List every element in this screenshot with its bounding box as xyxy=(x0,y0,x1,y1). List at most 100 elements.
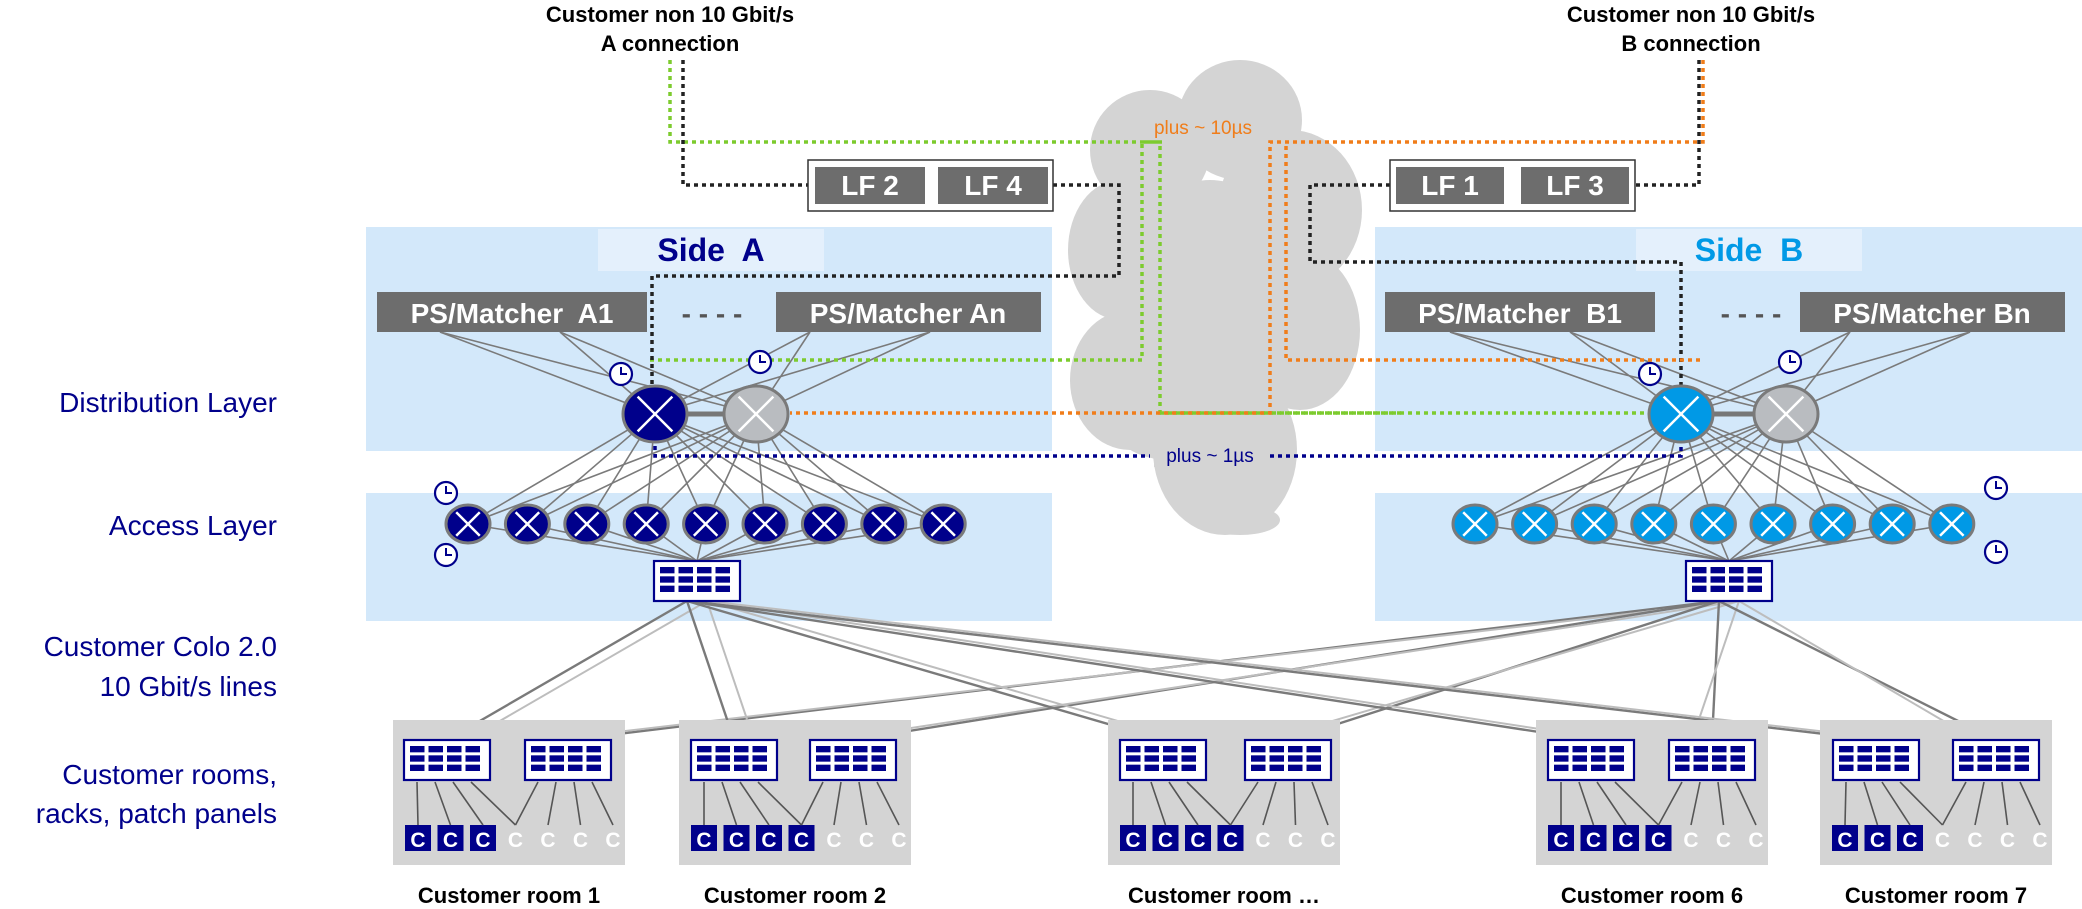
rack-wire xyxy=(858,781,868,826)
dist-access-link xyxy=(654,413,944,525)
dist-access-link xyxy=(654,413,885,525)
panel-port xyxy=(1181,764,1196,771)
access-switch-a xyxy=(860,503,908,545)
panel-port xyxy=(1609,755,1624,762)
panel-port xyxy=(1692,585,1707,592)
panel-port xyxy=(410,764,425,771)
room-patch-panel xyxy=(1667,738,1757,782)
lf-2-label: LF 2 xyxy=(841,170,899,201)
panel-port xyxy=(752,764,767,771)
access-switch-a xyxy=(503,503,551,545)
rack-wire xyxy=(1717,781,1725,826)
clock-hands xyxy=(1995,545,2002,553)
panel-port xyxy=(697,764,712,771)
customer-letter-empty: C xyxy=(1255,829,1270,852)
panel-port xyxy=(1126,746,1141,753)
panel-port xyxy=(1609,764,1624,771)
customer-letter: C xyxy=(761,829,776,852)
customer-box xyxy=(723,825,750,851)
panel-port xyxy=(1591,746,1606,753)
rack-wire xyxy=(1941,781,1967,826)
lf-4-box xyxy=(938,167,1048,204)
ps-matcher-an-label: PS/Matcher An xyxy=(810,298,1007,329)
colo-10g-line xyxy=(706,600,1897,741)
access-switch-a xyxy=(919,503,967,545)
matcher-uplink xyxy=(1785,331,1971,415)
panel-port xyxy=(1710,567,1725,574)
panel-port xyxy=(1977,764,1992,771)
panel-port xyxy=(568,755,583,762)
customer-letter: C xyxy=(475,829,490,852)
customer-letter: C xyxy=(1553,829,1568,852)
panel-port xyxy=(568,764,583,771)
panel-port xyxy=(1693,755,1708,762)
panel-port xyxy=(1306,755,1321,762)
customer-letter-empty: C xyxy=(2032,829,2047,852)
rack-wire xyxy=(416,781,419,826)
room-patch-panel xyxy=(1546,738,1636,782)
customer-box xyxy=(691,825,717,851)
access-switch-b xyxy=(1451,503,1499,545)
rack-wire xyxy=(1881,781,1911,826)
panel-port xyxy=(871,746,886,753)
rack-wire xyxy=(2001,781,2009,826)
panel-port xyxy=(678,576,693,583)
access-switch-a xyxy=(444,503,492,545)
panel-port xyxy=(1591,755,1606,762)
rack-wire xyxy=(1844,781,1847,826)
colo-10g-line xyxy=(685,600,736,741)
panel-port xyxy=(1857,764,1872,771)
room-patch-panel xyxy=(402,738,492,782)
panel-port xyxy=(1554,746,1569,753)
customer-letter-empty: C xyxy=(859,829,874,852)
node-cross xyxy=(1879,511,1905,537)
panel-port xyxy=(2014,755,2029,762)
side-b-title: Side B xyxy=(1695,232,1803,268)
room-patch-panel xyxy=(1243,738,1333,782)
room-patch-panel xyxy=(808,738,898,782)
rack-wire xyxy=(757,781,803,826)
cloud-shape xyxy=(1068,60,1362,535)
access-switch-a xyxy=(563,503,611,545)
panel-port xyxy=(465,746,480,753)
panel-port xyxy=(549,755,564,762)
panel-port xyxy=(752,746,767,753)
node-cross xyxy=(1767,395,1805,433)
rack-wire xyxy=(1262,781,1277,826)
customer-colo-label-line1: Customer Colo 2.0 xyxy=(44,631,277,662)
panel-port xyxy=(734,746,749,753)
panel-port xyxy=(853,755,868,762)
room-patch-panel xyxy=(523,738,613,782)
panel-port xyxy=(465,764,480,771)
room-patch-panel xyxy=(1951,738,2041,782)
panel-port xyxy=(568,746,583,753)
rack-wire xyxy=(1293,781,1297,826)
latency-10-bg xyxy=(1146,115,1262,139)
customer-letter-empty: C xyxy=(1967,829,1982,852)
panel-port xyxy=(586,746,601,753)
panel-port xyxy=(447,755,462,762)
access-patch-panel-a xyxy=(652,559,742,603)
rack-wire xyxy=(1863,781,1879,826)
rack-wire xyxy=(452,781,484,826)
orange-connection-line xyxy=(790,60,1705,415)
access-panel-link xyxy=(696,523,884,562)
panel-port xyxy=(1306,764,1321,771)
panel-port xyxy=(1126,764,1141,771)
customer-letter-empty: C xyxy=(1716,829,1731,852)
access-switch-b xyxy=(1749,503,1797,545)
ps-matcher-bn-box xyxy=(1800,292,2065,332)
rack-wire xyxy=(434,781,452,826)
panel-port xyxy=(1730,746,1745,753)
panel-port xyxy=(1857,746,1872,753)
panel-port xyxy=(853,746,868,753)
panel-port xyxy=(410,746,425,753)
access-switch-b xyxy=(1570,503,1618,545)
ps-matcher-a1-label: PS/Matcher A1 xyxy=(411,298,614,329)
node-cross xyxy=(1760,511,1786,537)
clock-hands xyxy=(620,367,627,375)
customer-box xyxy=(1185,825,1211,851)
